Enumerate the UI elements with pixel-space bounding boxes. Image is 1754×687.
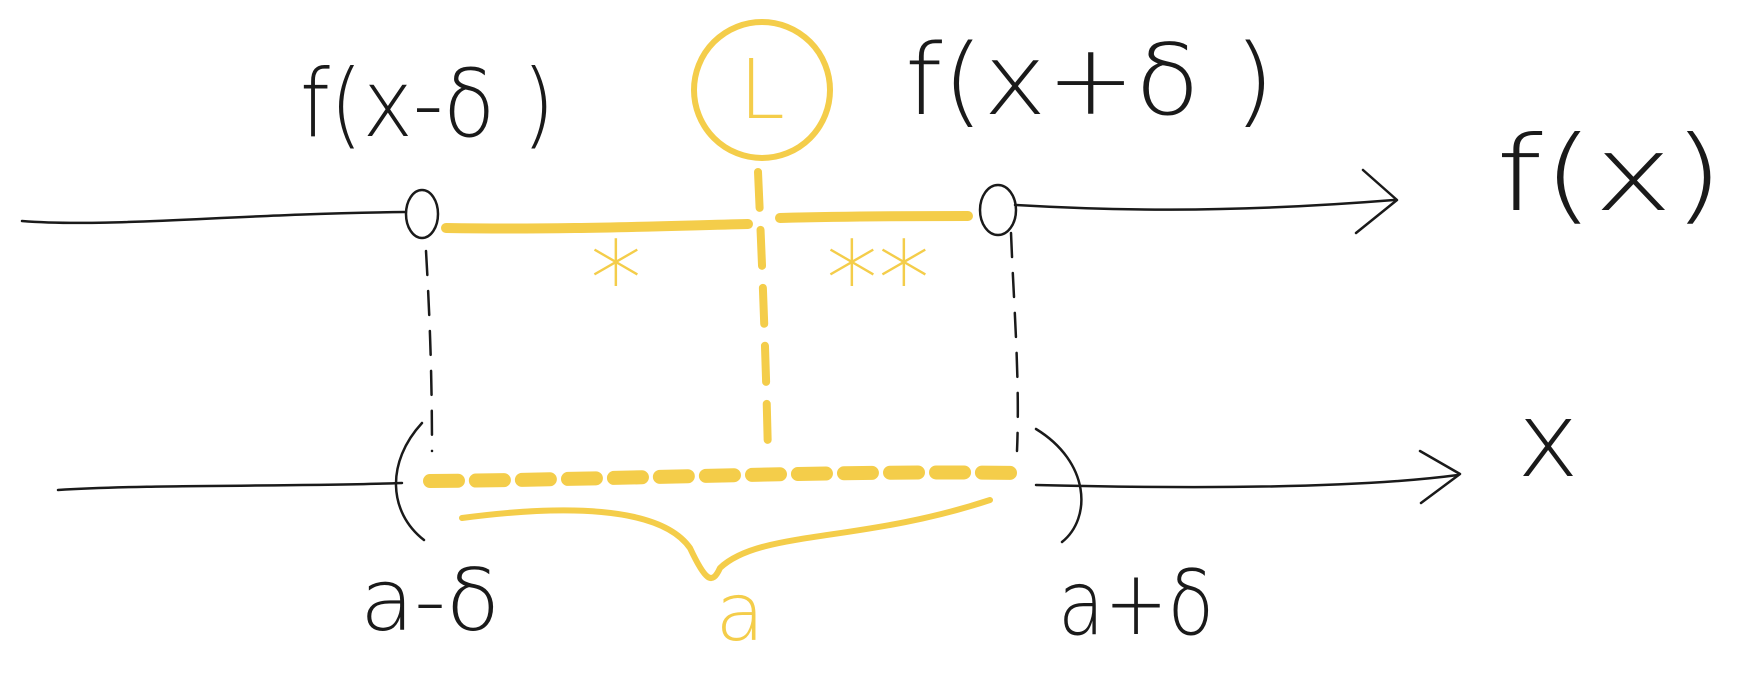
- function-arrow-head: [1354, 168, 1399, 235]
- right-parenthesis: [1034, 427, 1083, 544]
- x-axis-label: x: [1517, 379, 1579, 501]
- y-axis-label: f(x): [1496, 113, 1724, 235]
- x-axis-line-left: [56, 481, 404, 492]
- limit-dashed-vertical: [754, 168, 772, 460]
- limit-band-right: [775, 211, 973, 223]
- left-bound-label: a-δ: [360, 551, 500, 651]
- star-left-label: *: [590, 219, 642, 341]
- x-axis-line-right: [1034, 473, 1460, 489]
- right-bound-label: a+δ: [1058, 551, 1214, 656]
- limit-band-left: [441, 219, 753, 234]
- function-line-left: [20, 210, 407, 225]
- interval-brace: [459, 497, 993, 581]
- interval-dashed-line: [423, 465, 1023, 488]
- open-circle-left: [404, 188, 440, 240]
- f-right-label: f(x+δ ): [905, 24, 1275, 138]
- x-axis-arrow-head: [1418, 449, 1462, 505]
- dashed-guide-left: [424, 249, 434, 453]
- center-label: a: [715, 566, 764, 659]
- function-line-right: [1013, 198, 1396, 211]
- limit-label: L: [739, 43, 785, 138]
- left-parenthesis: [394, 421, 426, 542]
- f-left-label: f(x-δ ): [300, 50, 555, 159]
- open-circle-right: [978, 183, 1018, 237]
- limit-circle: [691, 19, 833, 161]
- star-right-label: **: [826, 219, 930, 341]
- dashed-guide-right: [1009, 231, 1020, 453]
